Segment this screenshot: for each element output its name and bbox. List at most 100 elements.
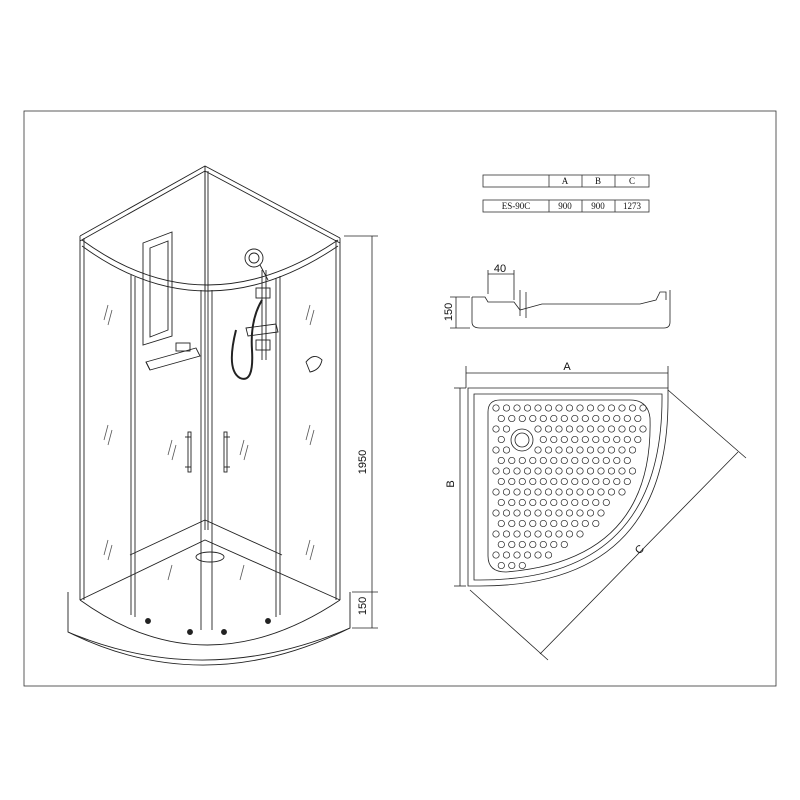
tray-dot [607,404,616,412]
tray-dot [592,414,600,423]
tray-dot [508,561,516,570]
tray-dot [565,488,574,496]
tray-dot [513,509,521,517]
tray-dot [539,435,547,444]
tray-dot [534,530,542,538]
tray-dot [539,456,547,465]
tray-dot [581,477,589,486]
tray-dot [586,404,595,412]
tray-dot [497,435,505,444]
tray-dot [639,404,647,412]
tray-dot [523,467,532,475]
tray-side-height-label: 150 [443,303,455,321]
tray-dot [534,488,542,496]
spec-table [482,174,650,213]
height-dimension [344,235,378,629]
tray-dot [492,425,500,433]
tray-dot [576,509,584,517]
tray-dot [555,425,563,433]
tray-dot [555,404,563,412]
tray-dot [618,425,626,433]
dimension-b-label: B [445,480,457,487]
tray-dot [597,446,605,454]
tray-dot [518,519,526,528]
tray-dot [592,435,600,444]
tray-dot [529,498,537,507]
tray-dot [628,446,637,454]
tray-dot [544,425,553,433]
tray-dot [586,467,595,475]
tray-dot [618,404,626,412]
tray-dot [518,498,526,507]
tray-dot [534,509,542,517]
tray-dot [597,488,605,496]
tray-dot [513,488,521,496]
tray-dot [634,435,642,444]
tray-dot [502,425,511,433]
tray-dot [555,488,563,496]
tray-dot [534,425,542,433]
tray-dot [513,551,521,559]
tray-dot [508,540,516,549]
tray-dot [597,467,605,475]
table-header-c: C [629,176,635,186]
tray-dot [508,456,516,465]
tray-dot [550,498,558,507]
tray-dot [502,488,511,496]
tray-dot [550,540,558,549]
tray-dot [544,551,553,559]
tray-dot [607,467,616,475]
tray-dot [544,488,553,496]
tray-dot [592,498,600,507]
tray-section [450,270,671,329]
tray-dot [581,498,589,507]
tray-dot [497,519,505,528]
table-value-b: 900 [591,201,605,211]
tray-dot [607,425,616,433]
tray-dot [581,435,589,444]
tray-dot [571,519,579,528]
tray-dot [618,488,626,496]
dimension-c-label: C [633,543,647,557]
tray-dot [586,446,595,454]
tray-dot [560,477,568,486]
tray-dot [508,519,516,528]
table-model: ES-90C [502,201,531,211]
tray-dot [550,477,558,486]
tray-dot [502,404,511,412]
tray-dot [560,414,568,423]
tray-dot [529,540,537,549]
tray-top-view [454,366,747,661]
tray-dot [565,404,574,412]
tray-dot [492,530,500,538]
table-header-a: A [562,176,569,186]
tray-dot [513,530,521,538]
tray-dot [628,467,637,475]
tray-dot [602,477,610,486]
tray-dot [560,456,568,465]
tray-dot [523,404,532,412]
tray-dot [529,519,537,528]
tray-dot [560,435,568,444]
tray-dot [623,414,631,423]
tray-dot [502,467,511,475]
tray-dot [555,467,563,475]
tray-dot [508,414,516,423]
tray-dot [523,488,532,496]
tray-dot [544,530,553,538]
tray-dot [497,477,505,486]
tray-dot [571,477,579,486]
table-value-a: 900 [558,201,572,211]
tray-dot [492,551,500,559]
tray-dot [613,435,621,444]
tray-dot [602,435,610,444]
tray-dot [618,467,626,475]
tray-dot [581,519,589,528]
tray-dot [550,519,558,528]
tray-dot [497,561,505,570]
tray-dot [502,509,511,517]
tray-dot [586,425,595,433]
tray-dot [613,477,621,486]
tray-dot [550,435,558,444]
tray-dot [560,498,568,507]
